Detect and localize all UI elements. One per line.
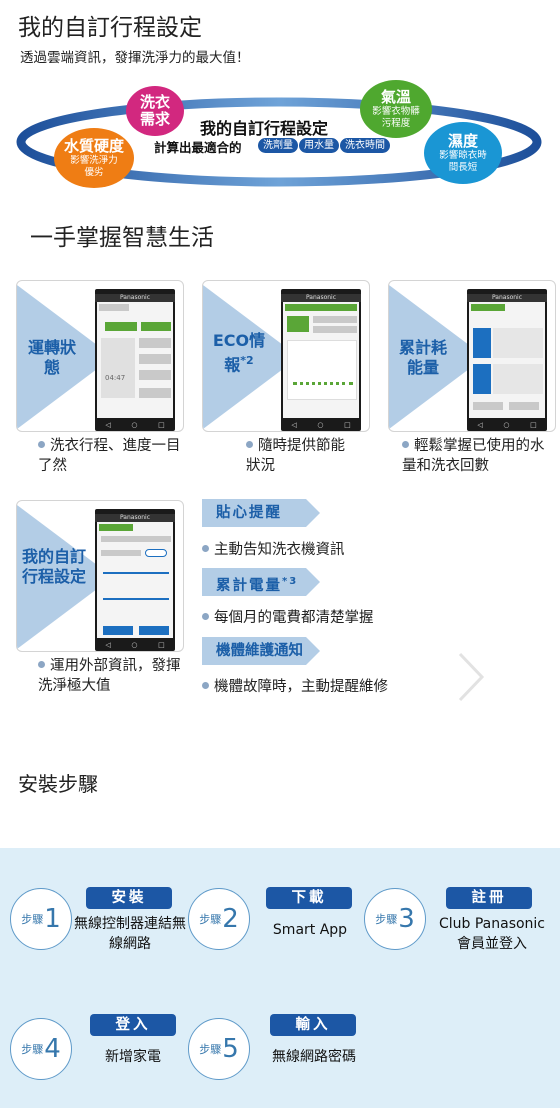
- triangle-shape: [17, 285, 113, 429]
- bubble-humidity: 濕度 影響晾衣時間長短: [424, 122, 502, 184]
- tag-arrow-shape: [202, 637, 320, 665]
- section-smart-life-title: 一手掌握智慧生活: [30, 225, 214, 251]
- bullet-dot-icon: [402, 441, 409, 448]
- phone-screenshot: Panasonic ◁○□: [467, 289, 547, 431]
- page-subtitle: 透過雲端資訊，發揮洗淨力的最大值！: [20, 50, 250, 66]
- step-4-desc: 新增家電: [105, 1049, 161, 1065]
- chevron-right-icon[interactable]: [456, 650, 488, 704]
- tag-arrow-shape: [202, 568, 320, 596]
- step-2-desc: Smart App: [272, 922, 348, 938]
- feature-label: 我的自訂行程設定: [21, 547, 86, 586]
- phone-screenshot: Panasonic ◁○□: [95, 509, 175, 651]
- bullet-dot-icon: [246, 441, 253, 448]
- triangle-shape: [389, 285, 485, 429]
- install-steps-title: 安裝步驟: [18, 772, 98, 796]
- triangle-shape: [203, 285, 299, 429]
- phone-screenshot: Panasonic ◁○□: [281, 289, 361, 431]
- bullet-dot-icon: [202, 613, 209, 620]
- step-5-desc: 無線網路密碼: [272, 1049, 356, 1065]
- tag-maintenance: 機體維護通知: [202, 637, 322, 665]
- pill-water: 用水量: [299, 138, 339, 153]
- feature-desc-status: 洗衣行程、進度一目了然: [38, 438, 181, 474]
- ring-center-subtitle: 計算出最適合的: [154, 140, 242, 155]
- ring-center-title: 我的自訂行程設定: [200, 119, 329, 138]
- feature-desc-consumption: 輕鬆掌握已使用的水量和洗衣回數: [402, 438, 545, 474]
- feature-card-custom-program: 我的自訂行程設定 Panasonic ◁○□: [16, 500, 184, 652]
- pill-wash-time: 洗衣時間: [340, 138, 390, 153]
- page-title: 我的自訂行程設定: [18, 15, 202, 41]
- step-1-desc: 無線控制器連結無線網路: [74, 916, 186, 952]
- step-1-tag: 安裝: [86, 887, 172, 909]
- triangle-shape: [17, 505, 113, 649]
- feature-label: 運轉狀態: [27, 338, 76, 377]
- tag-arrow-shape: [202, 499, 320, 527]
- bubble-temperature: 氣溫 影響衣物髒污程度: [360, 80, 432, 138]
- feature-desc-eco: 隨時提供節能狀況: [246, 438, 345, 474]
- step-3-desc: Club Panasonic會員並登入: [438, 916, 546, 952]
- bubble-laundry-needs: 洗衣需求: [126, 86, 184, 136]
- tag-desc-power: 每個月的電費都清楚掌握: [202, 606, 374, 627]
- bullet-dot-icon: [38, 441, 45, 448]
- feature-label: ECO情報*2: [212, 331, 266, 375]
- tag-desc-maintenance: 機體故障時，主動提醒維修: [202, 675, 388, 696]
- feature-card-consumption: 累計耗能量 Panasonic ◁○□: [388, 280, 556, 432]
- tag-power-usage: 累計電量*3: [202, 568, 322, 596]
- phone-screenshot: Panasonic 04:47 ◁○□: [95, 289, 175, 431]
- step-5-tag: 輸入: [270, 1014, 356, 1036]
- step-4-tag: 登入: [90, 1014, 176, 1036]
- feature-card-status: 運轉狀態 Panasonic 04:47 ◁○□: [16, 280, 184, 432]
- bubble-water-hardness: 水質硬度 影響洗淨力優劣: [54, 128, 134, 188]
- tag-smart-reminder: 貼心提醒: [202, 499, 322, 527]
- feature-desc-custom-program: 運用外部資訊，發揮洗淨極大值: [38, 658, 181, 694]
- bullet-dot-icon: [38, 661, 45, 668]
- feature-label: 累計耗能量: [398, 338, 447, 377]
- pill-detergent: 洗劑量: [258, 138, 298, 153]
- step-2-tag: 下載: [266, 887, 352, 909]
- feature-card-eco: ECO情報*2 Panasonic ◁○□: [202, 280, 370, 432]
- tag-desc-reminder: 主動告知洗衣機資訊: [202, 538, 345, 559]
- bullet-dot-icon: [202, 545, 209, 552]
- bullet-dot-icon: [202, 682, 209, 689]
- step-3-tag: 註冊: [446, 887, 532, 909]
